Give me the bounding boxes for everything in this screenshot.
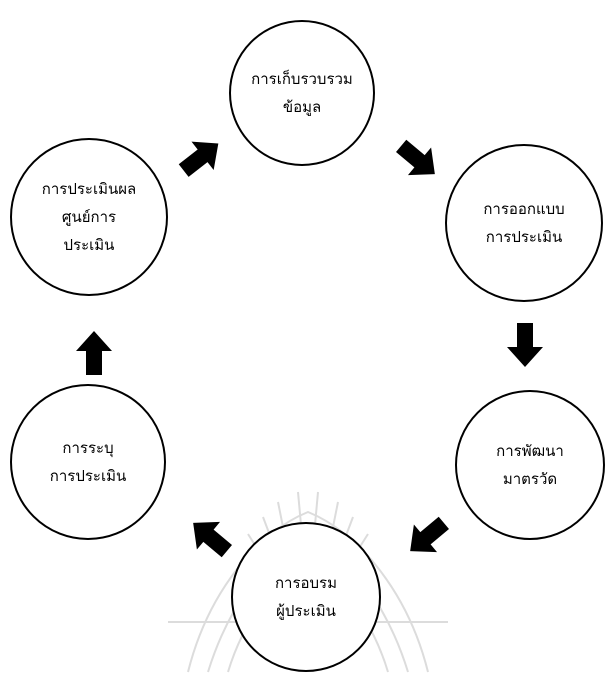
node-label: การประเมินผล ศูนย์การ ประเมิน xyxy=(41,180,137,254)
node-assessment-center-evaluation: การประเมินผล ศูนย์การ ประเมิน xyxy=(10,138,168,296)
node-assessment-design: การออกแบบ การประเมิน xyxy=(445,144,603,302)
node-data-collection: การเก็บรวบรวม ข้อมูล xyxy=(229,20,375,166)
node-label: การเก็บรวบรวม ข้อมูล xyxy=(251,70,353,116)
node-assessment-identification: การระบุ การประเมิน xyxy=(10,384,166,540)
node-label: การออกแบบ การประเมิน xyxy=(483,200,565,246)
node-measure-development: การพัฒนา มาตรวัด xyxy=(455,390,605,540)
node-label: การพัฒนา มาตรวัด xyxy=(496,442,564,488)
node-assessor-training: การอบรม ผู้ประเมิน xyxy=(231,522,381,672)
node-label: การอบรม ผู้ประเมิน xyxy=(274,574,338,620)
node-label: การระบุ การประเมิน xyxy=(49,439,127,485)
